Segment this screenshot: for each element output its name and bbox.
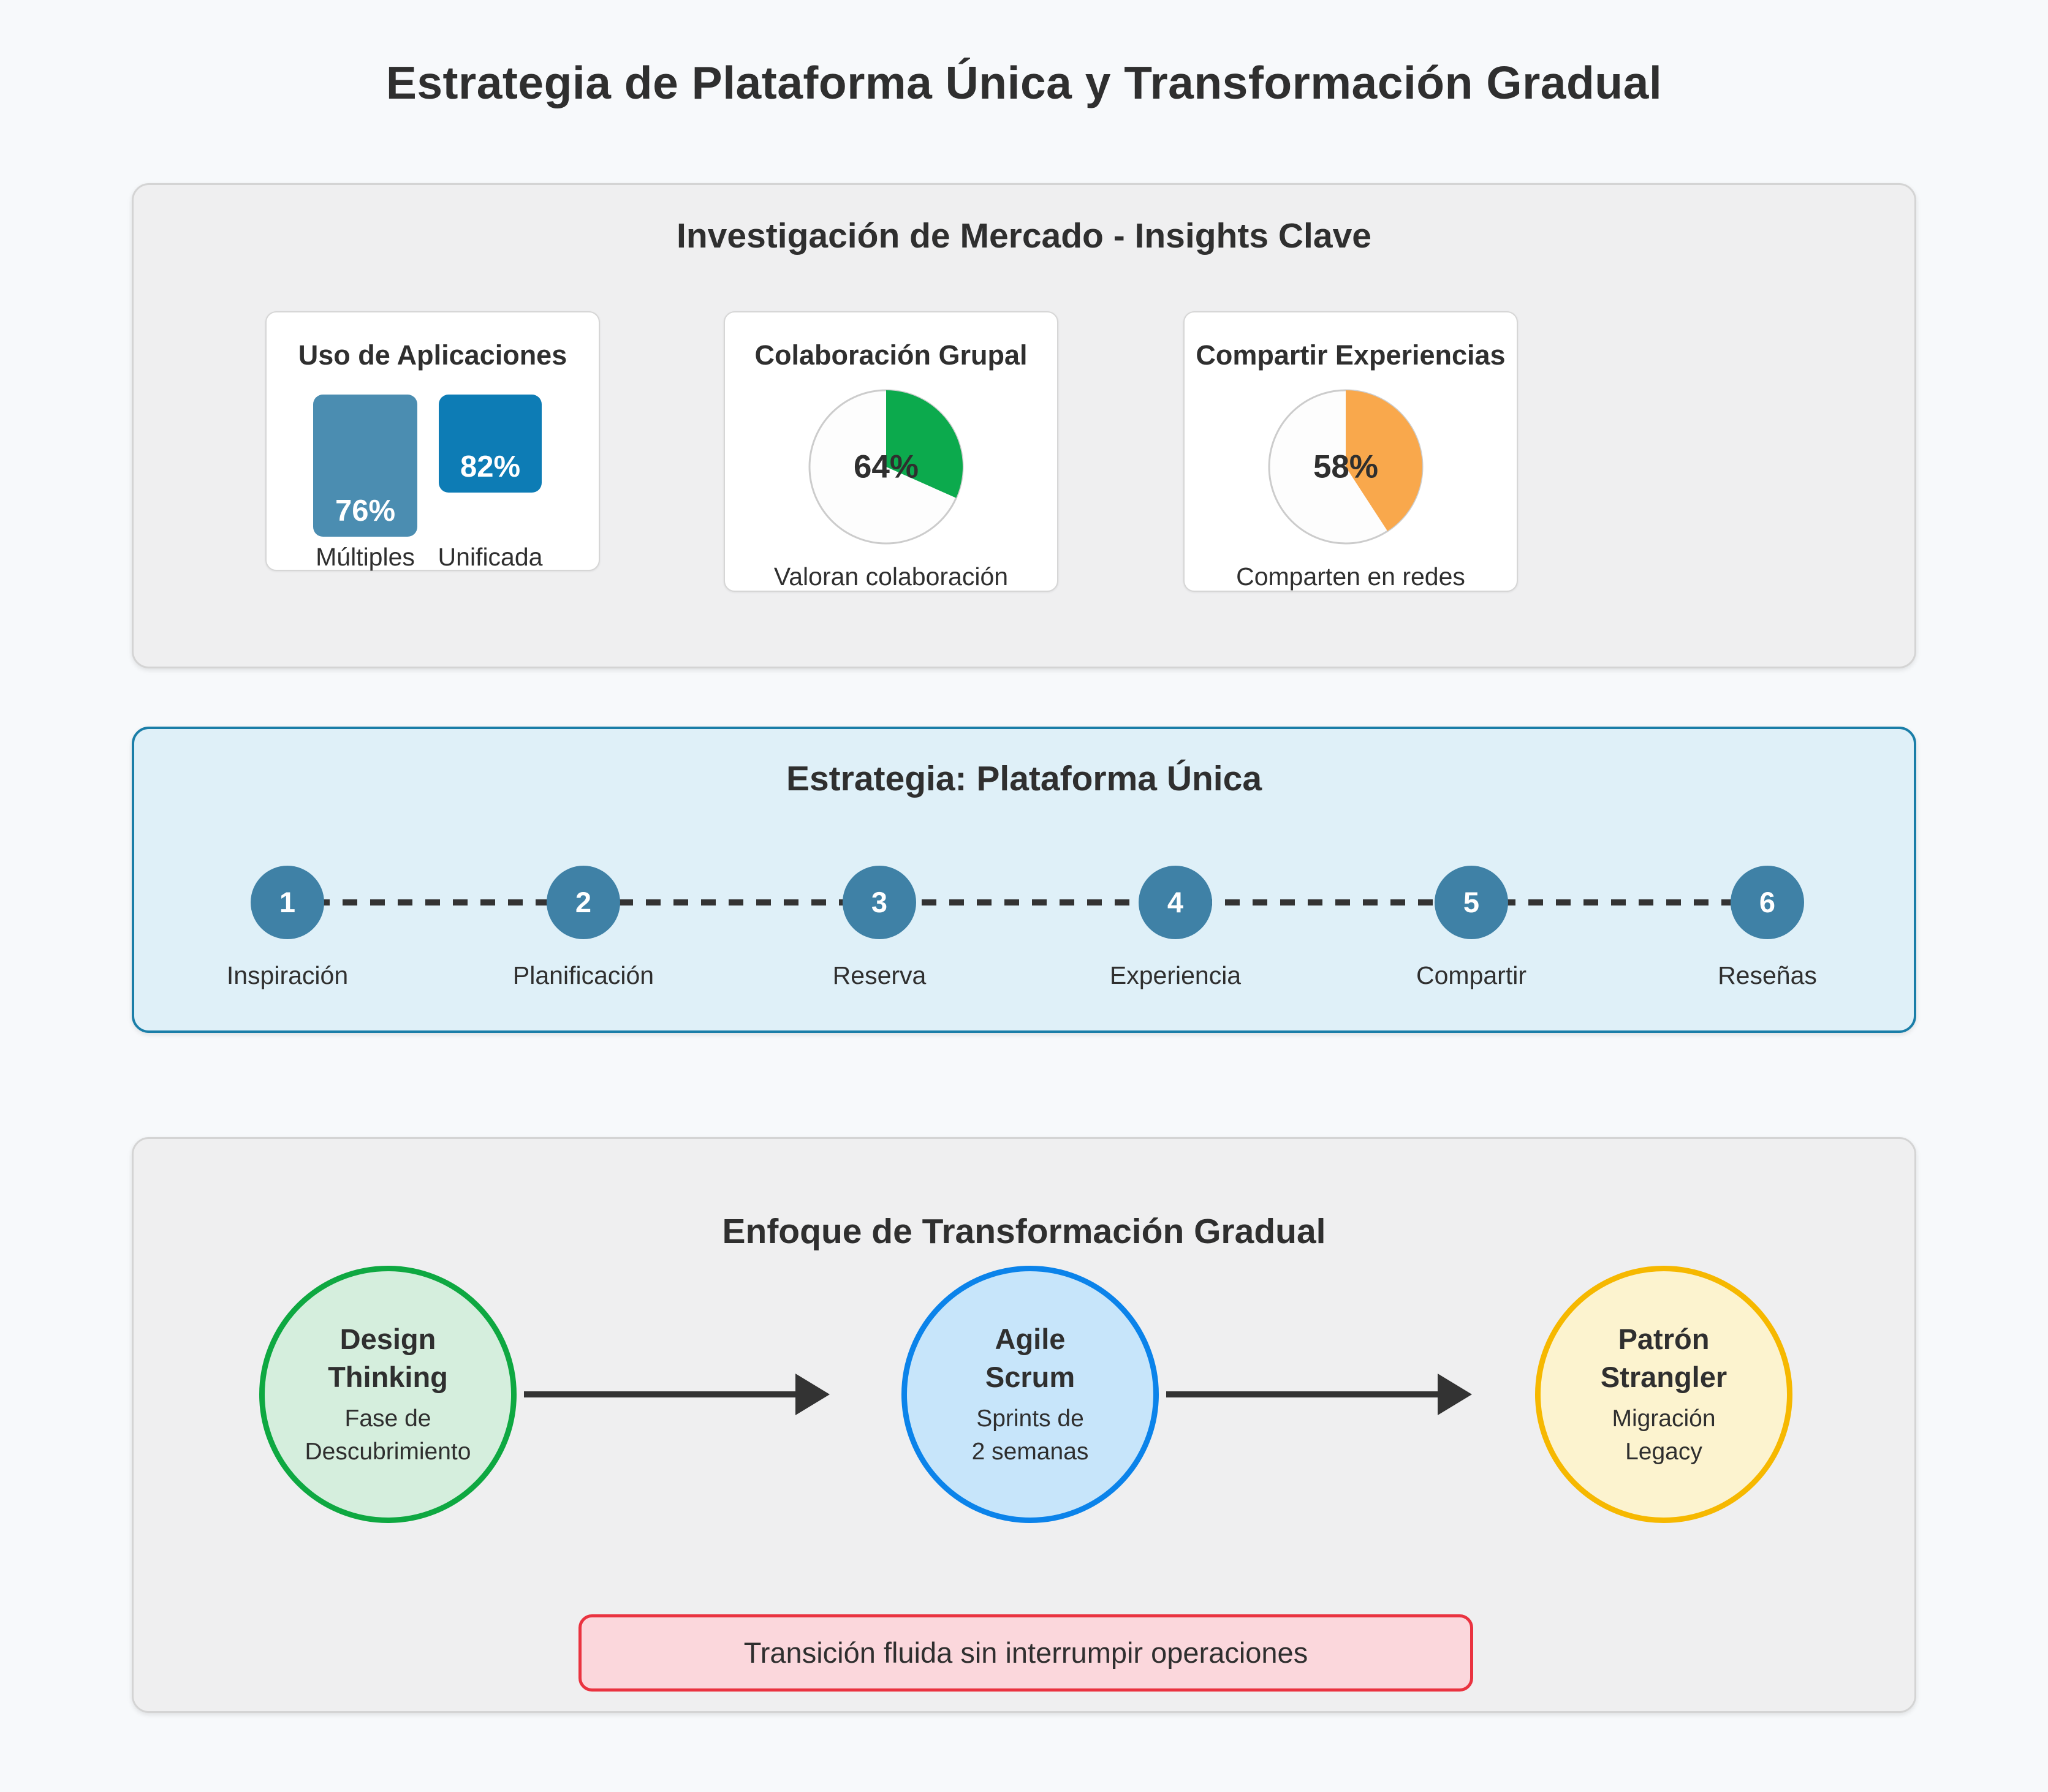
step-3-circle: 3 xyxy=(843,866,916,939)
step-2-label: Planificación xyxy=(512,961,654,989)
bar-unificada: 82% xyxy=(439,395,542,493)
pie-wedge-orange xyxy=(1346,390,1422,531)
phase-subtitle-line: Fase de xyxy=(344,1405,431,1432)
step-2-circle: 2 xyxy=(547,866,620,939)
timeline-connector xyxy=(287,899,1767,905)
bar-unificada-label: Unificada xyxy=(438,543,543,571)
phase-subtitle-line: Legacy xyxy=(1625,1439,1702,1465)
collaboration-caption: Valoran colaboración xyxy=(773,562,1009,591)
bar-multiples-value: 76% xyxy=(335,494,396,527)
page-title: Estrategia de Plataforma Única y Transfo… xyxy=(385,57,1663,108)
bar-multiples: 76% xyxy=(313,395,417,537)
step-4-circle: 4 xyxy=(1139,866,1212,939)
timeline-step-5: 5 Compartir xyxy=(1398,866,1545,990)
transition-note: Transición fluida sin interrumpir operac… xyxy=(578,1614,1473,1692)
bar-unificada-value: 82% xyxy=(460,450,521,483)
phase-subtitle-line: 2 semanas xyxy=(971,1439,1089,1465)
collaboration-pie-value: 64% xyxy=(853,448,919,485)
arrow-right-icon xyxy=(1438,1374,1472,1415)
collaboration-pie-chart xyxy=(808,389,964,545)
pie-wedge-green xyxy=(886,390,963,498)
card-group-collaboration: Colaboración Grupal 64% Valoran colabora… xyxy=(724,311,1058,592)
phase-title-line: Agile xyxy=(995,1323,1066,1356)
phase-patron-strangler: Patrón Strangler Migración Legacy xyxy=(1535,1266,1792,1523)
card-share-experiences: Compartir Experiencias 58% Comparten en … xyxy=(1183,311,1518,592)
card-app-usage: Uso de Aplicaciones 76% 82% Múltiples Un… xyxy=(265,311,600,571)
phase-title-line: Design xyxy=(339,1323,436,1356)
share-pie-value: 58% xyxy=(1313,448,1379,485)
section-market-research: Investigación de Mercado - Insights Clav… xyxy=(132,183,1916,668)
timeline-step-1: 1 Inspiración xyxy=(214,866,361,990)
timeline-step-4: 4 Experiencia xyxy=(1102,866,1249,990)
step-4-label: Experiencia xyxy=(1109,961,1242,989)
phase-subtitle-line: Sprints de xyxy=(976,1405,1084,1432)
timeline-step-2: 2 Planificación xyxy=(510,866,657,990)
timeline-step-6: 6 Reseñas xyxy=(1694,866,1841,990)
share-caption: Comparten en redes xyxy=(1236,562,1465,591)
step-1-circle: 1 xyxy=(251,866,324,939)
section-strategy: Estrategia: Plataforma Única 1 Inspiraci… xyxy=(132,727,1916,1033)
step-3-label: Reserva xyxy=(832,961,927,989)
step-6-label: Reseñas xyxy=(1718,961,1817,989)
step-6-circle: 6 xyxy=(1731,866,1804,939)
transformation-title: Enfoque de Transformación Gradual xyxy=(722,1212,1326,1251)
phase-title-line: Strangler xyxy=(1600,1361,1728,1394)
card-app-usage-title: Uso de Aplicaciones xyxy=(298,339,567,371)
phase-title-line: Scrum xyxy=(985,1361,1075,1394)
share-pie-chart xyxy=(1268,389,1424,545)
phase-subtitle-line: Descubrimiento xyxy=(305,1439,471,1465)
step-5-circle: 5 xyxy=(1435,866,1508,939)
section-transformation: Enfoque de Transformación Gradual Design… xyxy=(132,1137,1916,1713)
card-collaboration-title: Colaboración Grupal xyxy=(754,339,1028,371)
phase-arrows xyxy=(524,1374,1472,1415)
phase-title-line: Thinking xyxy=(328,1361,448,1394)
timeline-step-3: 3 Reserva xyxy=(806,866,953,990)
phase-subtitle-line: Migración xyxy=(1612,1405,1716,1432)
market-research-title: Investigación de Mercado - Insights Clav… xyxy=(677,216,1371,255)
step-5-label: Compartir xyxy=(1416,961,1527,989)
phase-agile-scrum: Agile Scrum Sprints de 2 semanas xyxy=(901,1266,1159,1523)
card-share-title: Compartir Experiencias xyxy=(1196,339,1506,371)
strategy-title: Estrategia: Plataforma Única xyxy=(786,759,1262,798)
phase-design-thinking: Design Thinking Fase de Descubrimiento xyxy=(259,1266,517,1523)
bar-multiples-label: Múltiples xyxy=(316,543,415,571)
arrow-right-icon xyxy=(795,1374,830,1415)
step-1-label: Inspiración xyxy=(226,961,349,989)
phase-title-line: Patrón xyxy=(1618,1323,1710,1356)
